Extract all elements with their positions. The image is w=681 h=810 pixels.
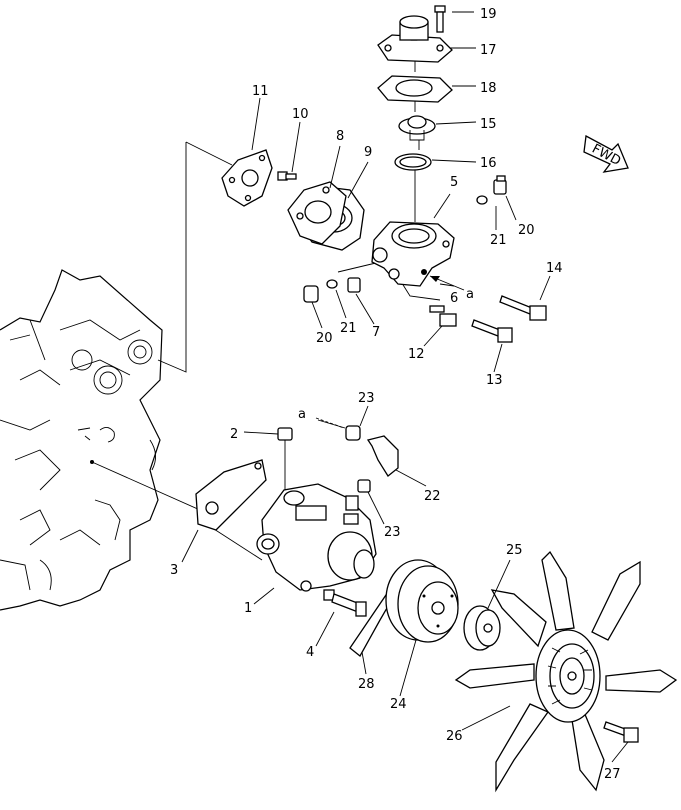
bolt-4: [323, 589, 367, 617]
label-22: 22: [424, 489, 441, 504]
washer-21-right: [476, 195, 488, 205]
plug-20-right: [493, 175, 507, 195]
bolt-19: [434, 5, 446, 33]
ref-a-upper-text: a: [466, 287, 474, 302]
gasket-18: [377, 75, 453, 103]
label-25: 25: [506, 543, 523, 558]
fitting-23-upper: [345, 425, 361, 441]
label-2: 2: [230, 427, 238, 442]
gasket-8: [287, 181, 347, 245]
label-16: 16: [480, 156, 497, 171]
fitting-23-lower: [357, 479, 371, 493]
label-3: 3: [170, 563, 178, 578]
label-24: 24: [390, 697, 407, 712]
o-ring-16: [394, 153, 432, 171]
washer-21-left: [326, 279, 338, 289]
number-leaders: [181, 11, 629, 763]
thermostat-15: [398, 115, 436, 141]
plug-2: [277, 427, 293, 441]
label-5: 5: [450, 175, 458, 190]
bolt-12: [429, 305, 457, 327]
label-12: 12: [408, 347, 425, 362]
bolt-27: [603, 721, 639, 743]
reference-a-lower: a: [298, 407, 345, 429]
label-21-right: 21: [490, 233, 507, 248]
fan-26: [454, 550, 678, 793]
label-21-left: 21: [340, 321, 357, 336]
label-8: 8: [336, 129, 344, 144]
label-18: 18: [480, 81, 497, 96]
label-26: 26: [446, 729, 463, 744]
ref-a-lower-text: a: [298, 407, 306, 422]
label-11: 11: [252, 84, 269, 99]
plug-7: [347, 277, 361, 293]
bolt-13: [471, 319, 513, 343]
water-pump-1: [256, 483, 377, 592]
label-14: 14: [546, 261, 563, 276]
label-15: 15: [480, 117, 497, 132]
label-20-left: 20: [316, 331, 333, 346]
label-20-right: 20: [518, 223, 535, 238]
hose-22: [366, 435, 399, 477]
label-23-lower: 23: [384, 525, 401, 540]
bolt-14: [499, 295, 547, 321]
plug-20-left: [303, 285, 319, 303]
label-17: 17: [480, 43, 497, 58]
gasket-11: [221, 149, 273, 207]
label-1: 1: [244, 601, 252, 616]
engine-block: [0, 269, 163, 611]
label-13: 13: [486, 373, 503, 388]
label-9: 9: [364, 145, 372, 160]
label-10: 10: [292, 107, 309, 122]
label-23-upper: 23: [358, 391, 375, 406]
label-28: 28: [358, 677, 375, 692]
label-19: 19: [480, 7, 497, 22]
thermostat-housing-5: [371, 221, 455, 287]
gasket-3: [195, 459, 267, 531]
label-6: 6: [450, 291, 458, 306]
fwd-arrow-icon: FWD: [583, 134, 629, 173]
spacer-25: [463, 605, 501, 651]
label-4: 4: [306, 645, 314, 660]
pulley-24: [385, 559, 459, 643]
label-7: 7: [372, 325, 380, 340]
reference-a-upper: a: [429, 275, 474, 302]
thermostat-cover-17: [377, 15, 453, 63]
leader-lines: [91, 60, 441, 561]
part-number-labels: 19 17 18 15 16 11 10 8 9 5 20 21 14 6 20…: [170, 7, 621, 782]
label-27: 27: [604, 767, 621, 782]
bolt-10: [277, 171, 297, 181]
